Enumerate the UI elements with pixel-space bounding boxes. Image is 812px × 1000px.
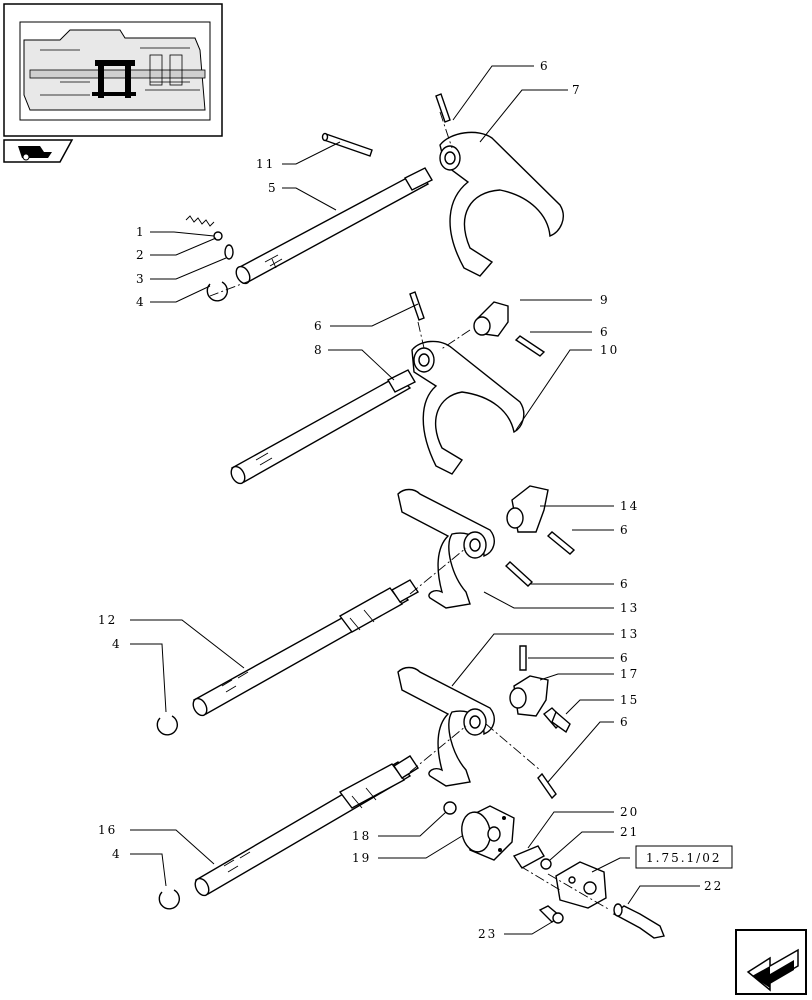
spring-1 [185,215,215,227]
callout-3[interactable]: 3 [136,272,146,286]
tractor-catalog-icon[interactable] [3,139,74,163]
callout-6b[interactable]: 6 [314,319,324,333]
oring-18 [443,801,457,815]
lever-housing [555,861,607,909]
callout-6g[interactable]: 6 [620,715,630,729]
callout-6a[interactable]: 6 [540,59,550,73]
callout-6f[interactable]: 6 [620,651,630,665]
callout-13b[interactable]: 13 [620,627,639,641]
washer-21 [540,858,552,870]
callout-20[interactable]: 20 [620,805,639,819]
leader-lines [130,65,700,935]
next-page-arrow-icon[interactable] [735,929,807,995]
thumbnail-panel[interactable] [3,3,223,137]
callout-4a[interactable]: 4 [136,295,146,309]
callout-13a[interactable]: 13 [620,601,639,615]
callout-7[interactable]: 7 [572,83,582,97]
roll-pin-6b [409,291,425,321]
roll-pin-6d [546,531,576,555]
circlip-4a [206,281,228,302]
circlip-4b [156,715,178,736]
centerline-5 [409,547,467,595]
shaft-8 [230,369,416,485]
fork-13a [397,488,495,609]
shaft-12 [192,579,420,717]
block-14 [506,485,549,533]
callout-6e[interactable]: 6 [620,577,630,591]
callout-17[interactable]: 17 [620,667,639,681]
callout-19[interactable]: 19 [352,851,371,865]
transmission-cutaway-thumbnail [19,21,211,121]
callout-labels: 6 7 11 5 1 2 3 4 6 8 9 6 10 14 6 6 13 12… [98,59,723,941]
callout-15[interactable]: 15 [620,693,639,707]
housing-19 [461,805,515,861]
circlip-4c [158,889,180,910]
pin-3 [224,244,234,260]
reference-label: 1.75.1/02 [646,851,721,865]
fork-10 [411,340,525,475]
callout-12[interactable]: 12 [98,613,117,627]
centerline-6 [409,725,467,773]
callout-16[interactable]: 16 [98,823,117,837]
roll-pin-6e [504,561,534,587]
centerline-2 [439,111,453,149]
callout-6d[interactable]: 6 [620,523,630,537]
callout-23[interactable]: 23 [478,927,497,941]
block-9 [473,301,509,337]
centerline-7 [485,723,541,771]
shaft-5 [235,167,433,285]
fork-13b [397,666,495,787]
lever-22 [612,903,665,939]
roll-pin-11 [321,132,373,157]
callout-10[interactable]: 10 [600,343,619,357]
callout-4c[interactable]: 4 [112,847,122,861]
roll-pin-6c [514,335,546,357]
roll-pin-6f [519,645,527,671]
callout-11[interactable]: 11 [256,157,275,171]
callout-6c[interactable]: 6 [600,325,610,339]
callout-1[interactable]: 1 [136,225,146,239]
centerline-3 [417,321,425,349]
bolt-23 [538,905,564,924]
fork-7 [439,131,564,277]
detent-15 [542,707,571,734]
centerline-4 [439,329,471,351]
centerline-8 [519,865,611,911]
shaft-16 [194,755,419,897]
callout-22[interactable]: 22 [704,879,723,893]
callout-18[interactable]: 18 [352,829,371,843]
roll-pin-6g [537,772,557,800]
callout-9[interactable]: 9 [600,293,610,307]
block-17 [509,675,549,717]
callout-4b[interactable]: 4 [112,637,122,651]
centerline-1 [209,279,253,297]
callout-8[interactable]: 8 [314,343,324,357]
callout-5[interactable]: 5 [268,181,278,195]
plate-20 [512,845,545,869]
callout-14[interactable]: 14 [620,499,639,513]
roll-pin-6a [435,93,451,123]
reference-link[interactable]: 1.75.1/02 [635,845,733,869]
callout-2[interactable]: 2 [136,248,146,262]
callout-21[interactable]: 21 [620,825,639,839]
